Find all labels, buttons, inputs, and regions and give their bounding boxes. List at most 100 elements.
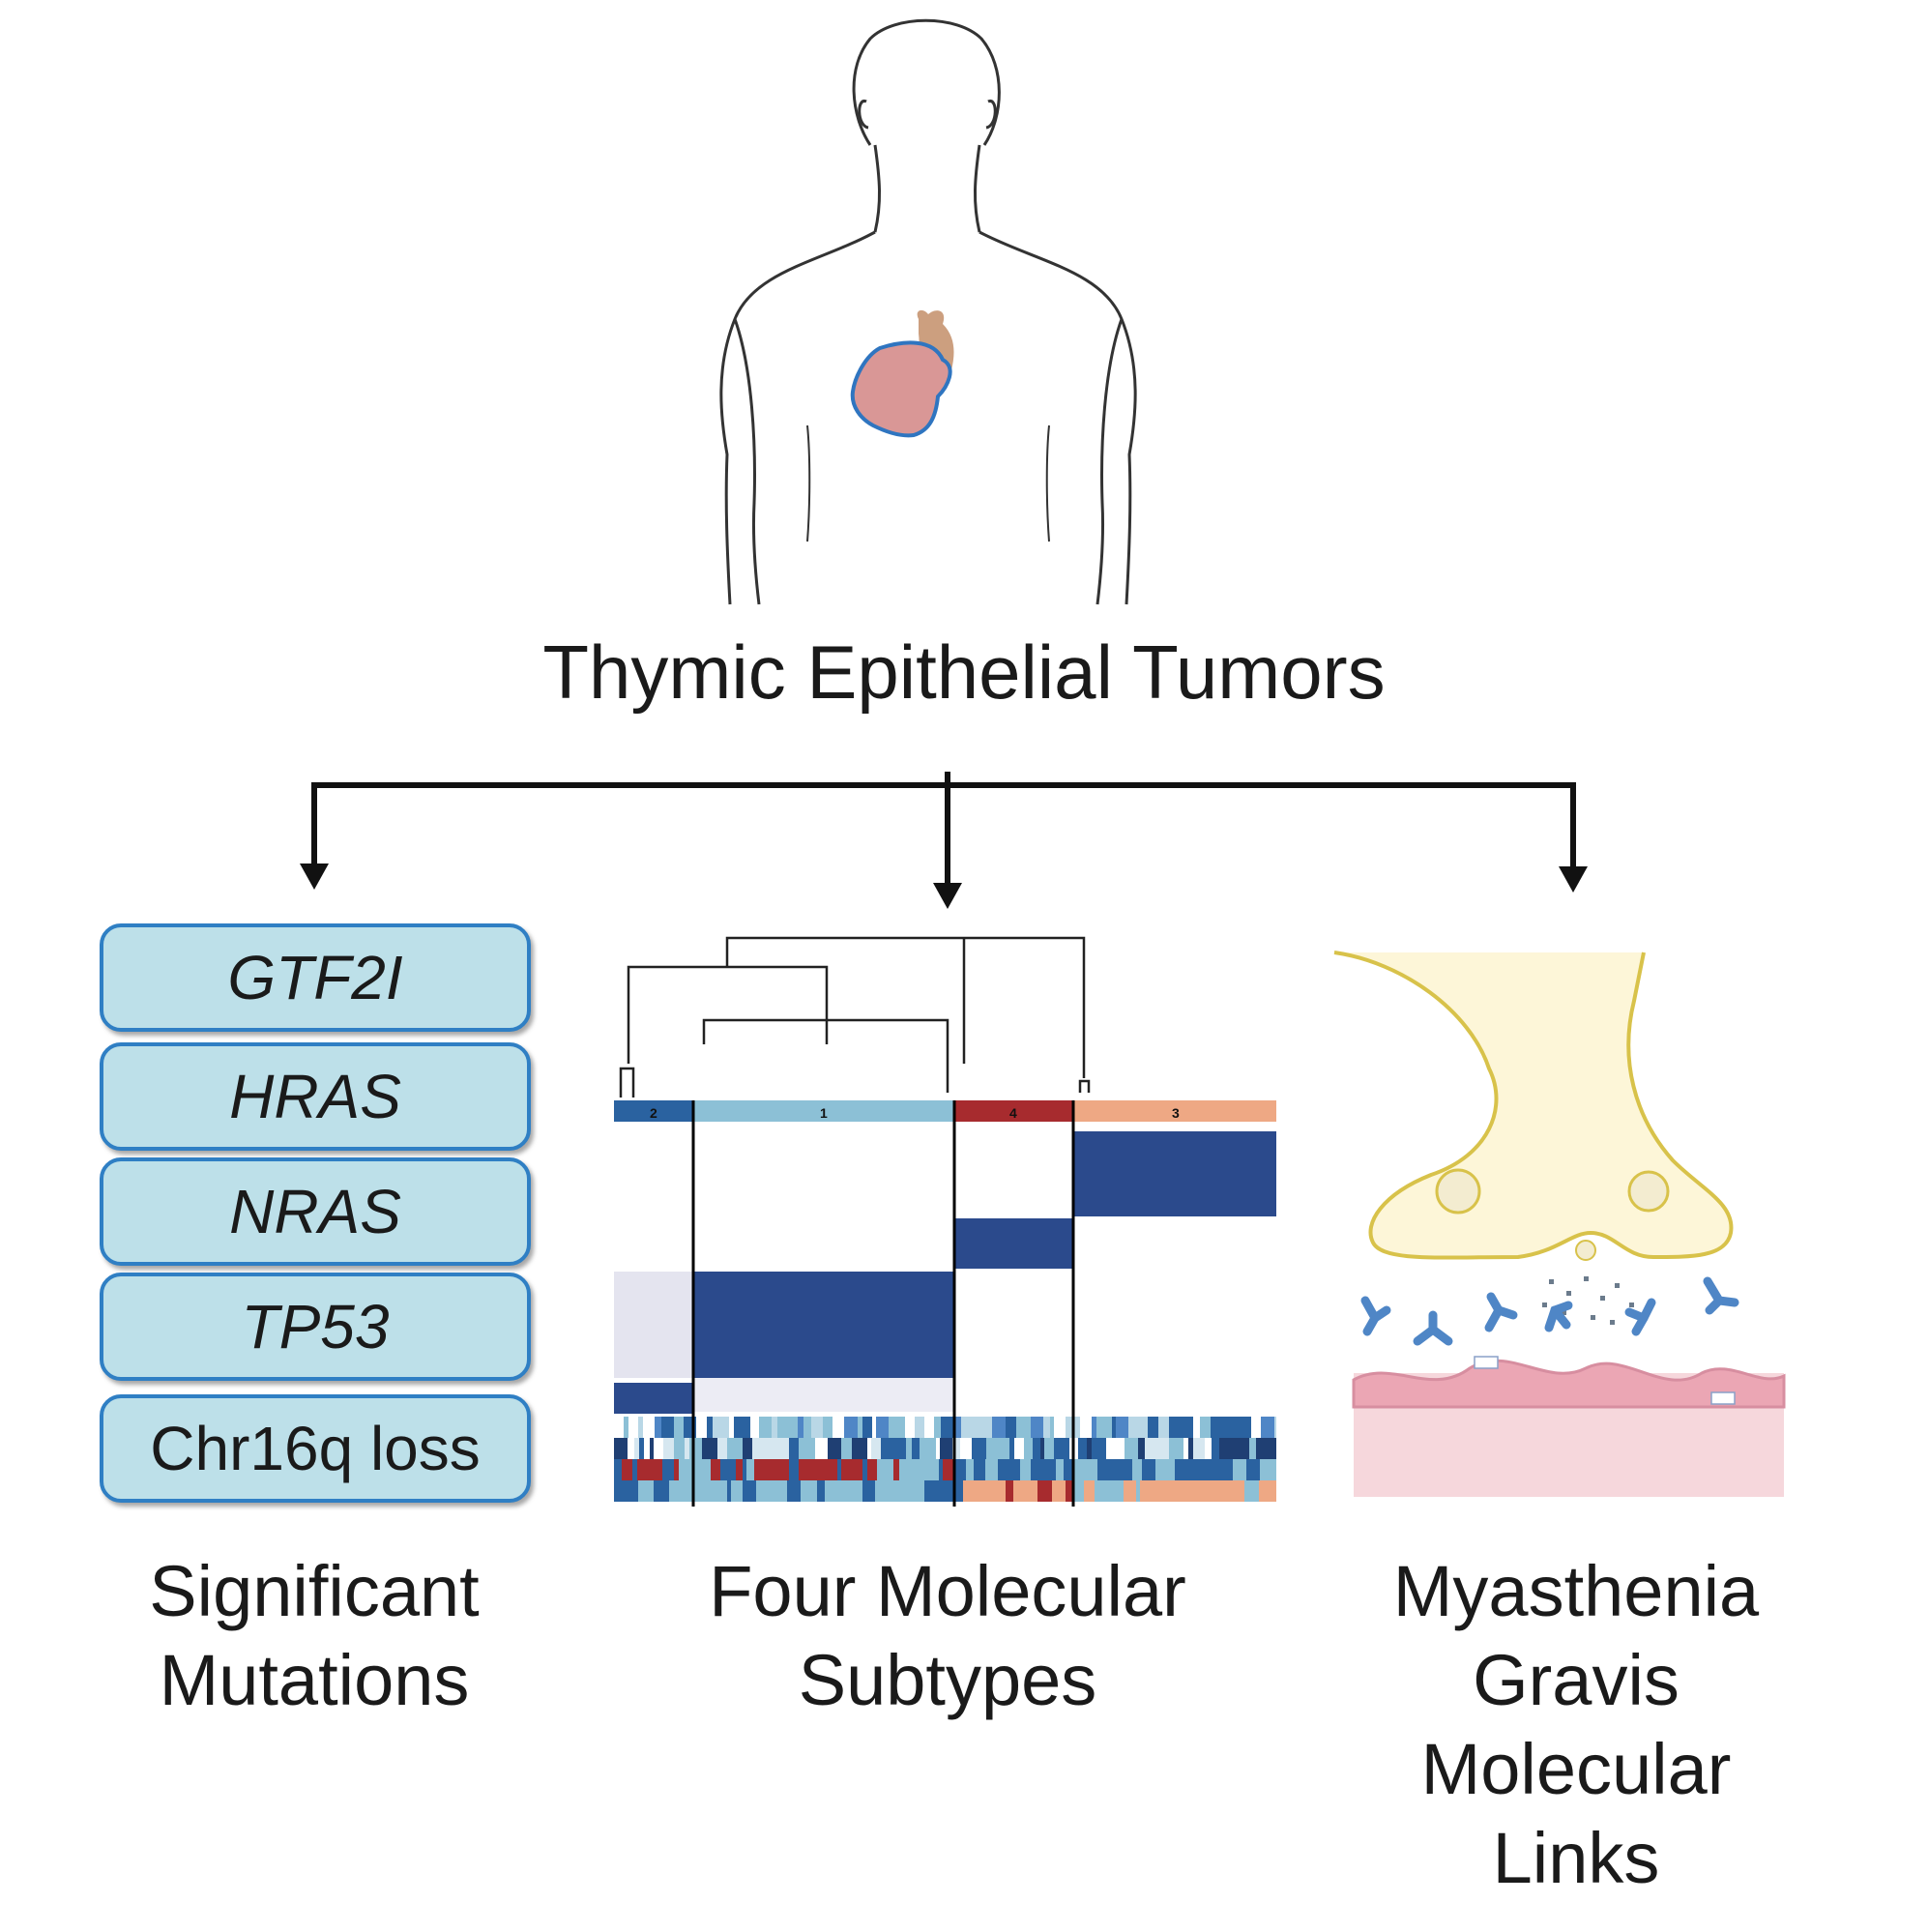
annotation-cell	[1225, 1417, 1231, 1438]
annotation-cell	[994, 1438, 1009, 1459]
annotation-cell	[1268, 1480, 1276, 1502]
annotation-cell	[637, 1459, 652, 1480]
annotation-cell	[652, 1459, 662, 1480]
annotation-cell	[1080, 1417, 1092, 1438]
annotation-cell	[716, 1480, 727, 1502]
annotation-cell	[1020, 1459, 1031, 1480]
annotation-cell	[1246, 1459, 1260, 1480]
annotation-cell	[663, 1438, 674, 1459]
annotation-cell	[939, 1459, 943, 1480]
annotation-cell	[1249, 1438, 1256, 1459]
annotation-cell	[841, 1459, 851, 1480]
annotation-cell	[799, 1459, 805, 1480]
annotation-cell	[1274, 1417, 1276, 1438]
annotation-cell	[825, 1480, 829, 1502]
annotation-cell	[851, 1459, 862, 1480]
annotation-cell	[1160, 1438, 1169, 1459]
antibody-2-icon	[1413, 1310, 1453, 1346]
annotation-cell	[727, 1480, 731, 1502]
annotation-cell	[787, 1480, 801, 1502]
annotation-cell	[789, 1459, 799, 1480]
neuromuscular-junction-illustration	[1333, 951, 1786, 1497]
annotation-cell	[696, 1417, 707, 1438]
annotation-cell	[782, 1480, 787, 1502]
arrowhead-right	[1559, 866, 1588, 893]
annotation-cell	[679, 1459, 687, 1480]
annotation-cell	[1260, 1459, 1276, 1480]
annotation-cell	[816, 1417, 823, 1438]
annotation-cell	[669, 1480, 678, 1502]
annotation-cell	[1096, 1417, 1112, 1438]
cluster-2-label: 2	[650, 1105, 657, 1121]
annotation-cell	[847, 1480, 854, 1502]
annotation-cell	[985, 1459, 998, 1480]
annotation-cell	[941, 1417, 954, 1438]
annotation-cell	[638, 1417, 643, 1438]
annotation-cell	[777, 1438, 789, 1459]
mutation-box-chr16q: Chr16q loss	[100, 1394, 531, 1503]
annotation-cell	[943, 1459, 954, 1480]
annotation-cell	[828, 1438, 841, 1459]
cluster-4-bar	[954, 1100, 1073, 1122]
annotation-cell	[1024, 1438, 1033, 1459]
molecular-subtype-heatmap: 2 1 4 3	[614, 936, 1276, 1507]
annotation-cell	[891, 1480, 907, 1502]
expression-blocks	[614, 1131, 1276, 1414]
annotation-cell	[1024, 1417, 1031, 1438]
caption-line: Four Molecular	[709, 1551, 1186, 1631]
caption-line: Mutations	[159, 1640, 470, 1720]
annotation-cell	[1205, 1438, 1212, 1459]
annotation-cell	[936, 1438, 940, 1459]
cluster-3-label: 3	[1172, 1105, 1180, 1121]
annotation-cell	[634, 1438, 639, 1459]
annotation-cell	[736, 1459, 743, 1480]
block-cluster4	[954, 1218, 1073, 1269]
annotation-cell	[837, 1459, 841, 1480]
mutation-label: HRAS	[229, 1062, 401, 1131]
annotation-cell	[1132, 1459, 1142, 1480]
annotation-cell	[815, 1438, 828, 1459]
annotation-cell	[734, 1417, 750, 1438]
annotation-cell	[720, 1459, 736, 1480]
annotation-cell	[954, 1417, 961, 1438]
annotation-cell	[630, 1480, 638, 1502]
annotation-cell	[966, 1459, 974, 1480]
annotation-cell	[1087, 1438, 1092, 1459]
annotation-cell	[703, 1480, 708, 1502]
annotation-cell	[644, 1438, 650, 1459]
annotation-cell	[1070, 1417, 1080, 1438]
annotation-cell	[1227, 1480, 1232, 1502]
annotation-cell	[1265, 1417, 1274, 1438]
mutation-label: TP53	[241, 1292, 390, 1361]
annotation-cell	[970, 1480, 982, 1502]
annotation-cell	[974, 1459, 985, 1480]
annotation-cell	[1242, 1417, 1251, 1438]
annotation-cell	[803, 1417, 811, 1438]
annotation-cell	[940, 1438, 946, 1459]
annotation-cell	[1050, 1417, 1054, 1438]
caption-significant-mutations: Significant Mutations	[73, 1547, 556, 1725]
annotation-cell	[1054, 1417, 1066, 1438]
annotation-cell	[650, 1438, 654, 1459]
annotation-cell	[1117, 1438, 1125, 1459]
annotation-cell	[643, 1417, 655, 1438]
annotation-cell	[654, 1480, 669, 1502]
annotation-cell	[1106, 1438, 1117, 1459]
annotation-cell	[1141, 1417, 1148, 1438]
annotation-cell	[1124, 1480, 1136, 1502]
block-cluster3	[1073, 1131, 1276, 1216]
annotation-strips	[614, 1417, 1276, 1502]
annotation-cell	[1259, 1480, 1268, 1502]
annotation-cell	[1073, 1480, 1084, 1502]
annotation-cell	[1202, 1459, 1206, 1480]
annotation-cell	[997, 1480, 1006, 1502]
annotation-cell	[1121, 1459, 1132, 1480]
annotation-cell	[1052, 1480, 1066, 1502]
annotation-cell	[1092, 1438, 1106, 1459]
annotation-cell	[614, 1438, 628, 1459]
annotation-cell	[639, 1438, 644, 1459]
annotation-cell	[1084, 1480, 1095, 1502]
annotation-cell	[982, 1480, 997, 1502]
annotation-cell	[1244, 1480, 1259, 1502]
mutation-box-hras: HRAS	[100, 1042, 531, 1151]
